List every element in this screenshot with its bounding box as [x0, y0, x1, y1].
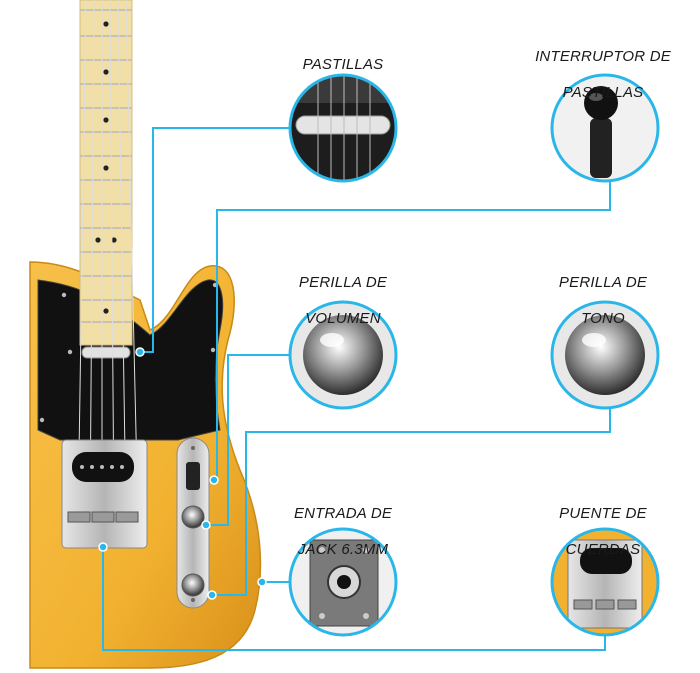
jack-input-label-line1: ENTRADA DE	[293, 505, 393, 522]
pickups-label-text: PASTILLAS	[302, 56, 384, 73]
pickups-label: PASTILLAS	[258, 38, 428, 92]
callout-dots	[98, 347, 267, 600]
bridge-label-line1: PUENTE DE	[559, 505, 647, 522]
tone-knob-label-line1: PERILLA DE	[558, 274, 648, 291]
bridge-label-line2: CUERDAS	[565, 541, 641, 558]
bridge-label: PUENTE DE CUERDAS	[518, 487, 688, 577]
pickup-switch-label-line2: PASTILLAS	[562, 84, 644, 101]
jack-input-label-line2: JACK 6.3MM	[297, 541, 389, 558]
pickup-switch-label: INTERRUPTOR DE PASTILLAS	[518, 30, 688, 120]
volume-knob-detail-photo	[288, 300, 398, 410]
bridge-detail-photo	[550, 527, 660, 637]
neck-pickup	[81, 346, 131, 359]
pickups-detail-photo	[288, 73, 398, 183]
callout-lines	[102, 127, 611, 651]
tone-knob-label-line2: TONO	[581, 310, 625, 327]
jack-input-label: ENTRADA DE JACK 6.3MM	[258, 487, 428, 577]
bridge-assembly	[61, 439, 148, 549]
tone-knob-label: PERILLA DE TONO	[518, 256, 688, 346]
volume-knob-label-line1: PERILLA DE	[298, 274, 388, 291]
tone-knob-detail-photo	[550, 300, 660, 410]
jack-input-detail-photo	[288, 527, 398, 637]
volume-knob-label-line2: VOLUMEN	[305, 310, 381, 327]
pickup-switch-detail-photo	[550, 73, 660, 183]
guitar-neck	[79, 0, 133, 346]
volume-knob-label: PERILLA DE VOLUMEN	[258, 256, 428, 346]
guitar-strings	[77, 0, 139, 521]
pickup-switch-label-line1: INTERRUPTOR DE	[535, 48, 671, 65]
